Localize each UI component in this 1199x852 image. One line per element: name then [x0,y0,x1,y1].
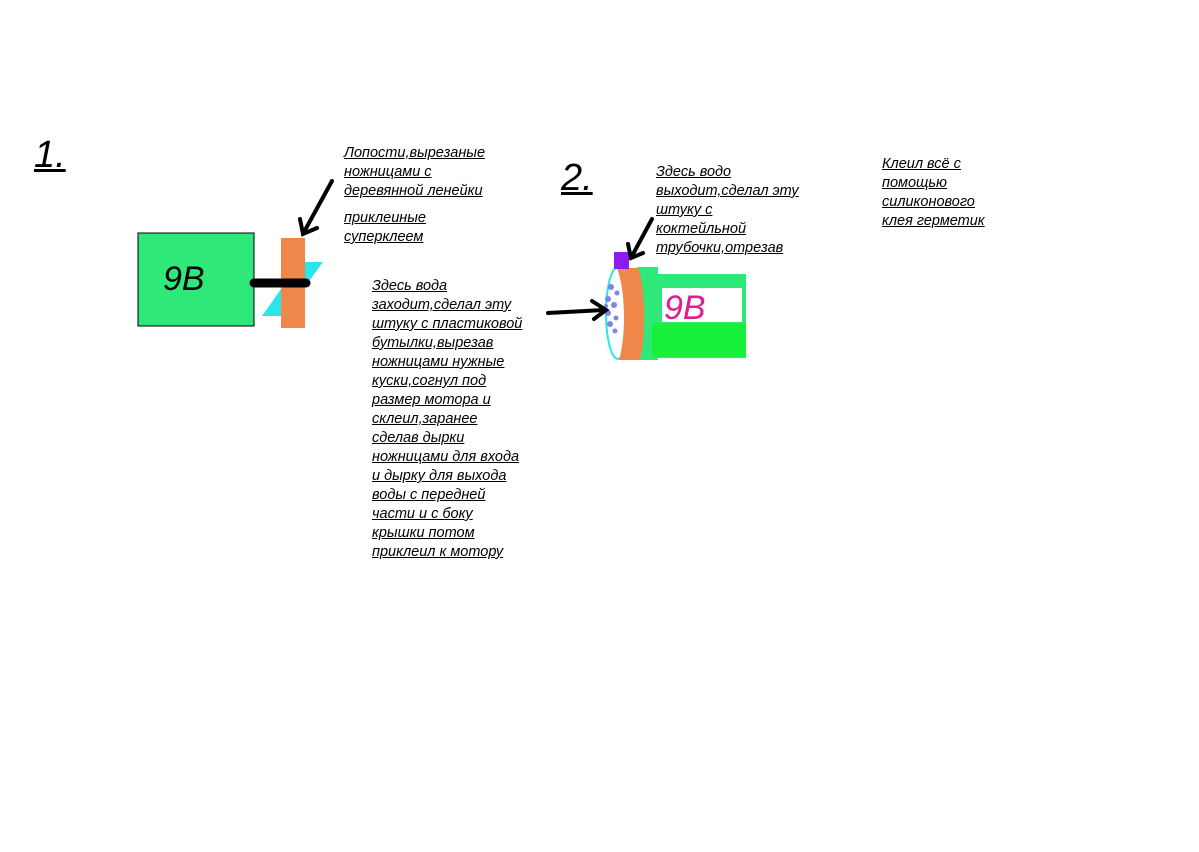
note-line: сделав дырки [372,430,465,446]
outlet-tube [614,252,629,269]
note-glued: приклеиные суперклеем [344,209,426,247]
step-number-1: 1. [34,134,66,176]
note-line: Клеил всё с [882,156,961,172]
note-outlet: Здесь водо выходит,сделал эту штуку с ко… [656,163,799,258]
note-line: трубочки,отрезав [656,240,784,256]
note-line: бутылки,вырезав [372,335,494,351]
note-line: коктейльной [656,221,747,237]
note-inlet: Здесь вода заходит,сделал эту штуку с пл… [372,277,522,562]
note-line: клея герметик [882,213,985,229]
note-line: ножницами нужные [372,354,505,370]
arrow-outlet [630,217,654,258]
note-line: штуку с [656,202,713,218]
note-line: приклеиные [344,210,426,226]
note-line: Лопости,вырезаные [344,145,486,161]
arrow-inlet-head [590,299,610,321]
note-line: крышки потом [372,525,475,541]
note-line: воды с передней [372,487,486,503]
note-line: склеил,заранее [372,411,478,427]
note-line: деревянной ленейки [344,183,483,199]
arrow-inlet [546,308,606,315]
arrow-outlet-head [626,242,645,261]
arrow-blades [302,179,334,234]
battery-label-area [662,288,742,322]
intake-holes [604,284,620,334]
note-line: части и с боку [372,506,473,522]
note-glue: Клеил всё с помощью силиконового клея ге… [882,155,985,231]
note-blades: Лопости,вырезаные ножницами с деревянной… [344,144,485,201]
note-line: помощью [882,175,947,191]
note-line: ножницами с [344,164,432,180]
note-line: куски,согнул под [372,373,487,389]
note-line: приклеил к мотору [372,544,504,560]
note-line: и дырку для выхода [372,468,507,484]
battery-block-1 [137,232,255,327]
note-line: заходит,сделал эту [372,297,512,313]
battery-label-2: 9B [664,289,706,327]
note-line: силиконового [882,194,975,210]
note-line: выходит,сделал эту [656,183,799,199]
note-line: Здесь водо [656,164,732,180]
note-line: штуку с пластиковой [372,316,523,332]
note-line: Здесь вода [372,278,448,294]
battery-label-1: 9B [163,260,205,298]
note-line: ножницами для входа [372,449,520,465]
note-line: суперклеем [344,229,424,245]
orange-shell [617,268,645,360]
arrow-blades-head [298,217,319,237]
battery-bright-strip [652,323,746,357]
note-line: размер мотора и [372,392,491,408]
step-number-2: 2. [561,157,593,199]
